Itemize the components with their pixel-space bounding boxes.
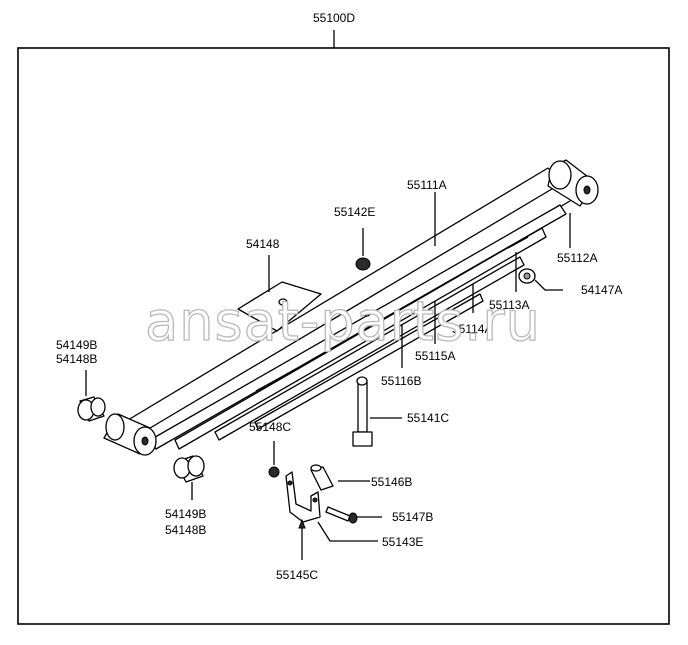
front-eye — [103, 413, 157, 456]
leaf-3 — [174, 227, 547, 450]
nut-55142E — [355, 228, 371, 271]
callout-55116B: 55116B — [381, 374, 421, 388]
callout-55148C: 55148C — [249, 420, 291, 434]
leader-lines — [85, 192, 571, 560]
watermark: ansat-parts.ru — [145, 290, 541, 353]
callout-55112A: 55112A — [557, 251, 597, 265]
leaf-4 — [214, 256, 525, 441]
pin-55146B — [310, 464, 334, 491]
leaf-spring — [103, 159, 599, 456]
assembly-label: 55100D — [313, 11, 355, 25]
pad-54148 — [237, 281, 322, 332]
rear-eye — [547, 159, 599, 207]
nut-55148C — [268, 441, 280, 478]
callout-55145C: 55145C — [276, 568, 318, 582]
callout-54148: 54148 — [246, 237, 280, 251]
callout-54148B-left: 54148B — [56, 352, 97, 366]
bolt-55141C — [352, 376, 373, 447]
callout-54148B-bottom: 54148B — [165, 523, 206, 537]
bolt-55147B — [325, 506, 358, 524]
assembly-frame — [17, 47, 670, 625]
callout-55115A: 55115A — [415, 349, 455, 363]
bracket-55143E — [285, 471, 321, 523]
callout-54149B-left: 54149B — [56, 338, 97, 352]
callout-55147B: 55147B — [392, 510, 433, 524]
callout-labels: 55111A 55142E 54148 55112A 54147A 55113A… — [56, 178, 622, 582]
bushing-left — [77, 396, 106, 422]
callout-55113A: 55113A — [489, 298, 529, 312]
callout-54149B-bottom: 54149B — [165, 507, 206, 521]
callout-55142E: 55142E — [334, 205, 375, 219]
callout-55146B: 55146B — [371, 475, 412, 489]
leaf-5 — [254, 293, 484, 430]
callout-55114A: 55114A — [452, 322, 492, 336]
callout-54147A: 54147A — [581, 283, 622, 297]
callout-55111A: 55111A — [407, 178, 447, 192]
bushing-bottom — [173, 455, 205, 483]
callout-55143E: 55143E — [382, 535, 423, 549]
washer-54147A — [518, 268, 536, 284]
callout-55141C: 55141C — [407, 411, 449, 425]
